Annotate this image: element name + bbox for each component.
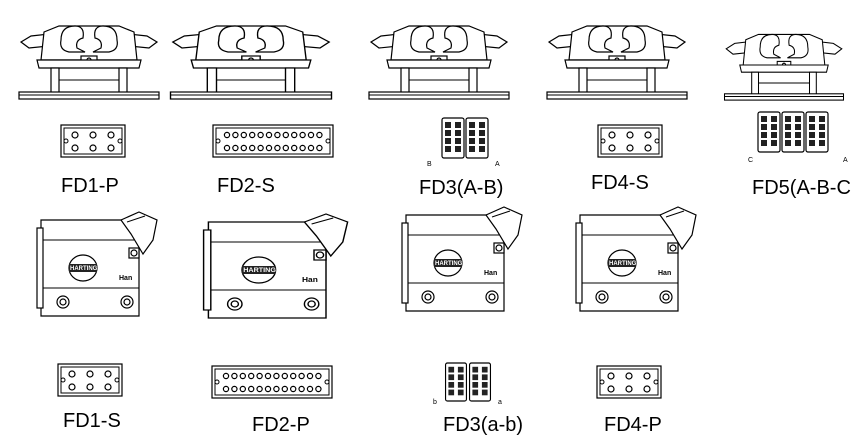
- contact-pin: [240, 144, 247, 152]
- contact-pin: [232, 131, 239, 139]
- insert-fd2-p: [211, 365, 333, 399]
- svg-text:HARTING: HARTING: [70, 266, 98, 272]
- contact-pin: [281, 385, 289, 393]
- contact-pin: [264, 385, 272, 393]
- label-fd1-p: FD1-P: [61, 175, 119, 197]
- svg-text:Han: Han: [484, 270, 497, 277]
- contact-pin: [299, 131, 306, 139]
- contact-pin: [291, 144, 298, 152]
- label-fd3-ab-lower: FD3(a-b): [443, 414, 523, 436]
- contact-pin: [299, 144, 306, 152]
- svg-text:HARTING: HARTING: [435, 261, 463, 267]
- insert-fd1-p: [60, 124, 126, 158]
- fd3-lower-mark-right: a: [498, 399, 502, 406]
- contact-pin: [290, 385, 297, 393]
- hood-fd1-s: HARTING Han: [36, 211, 158, 317]
- hood-fd4-p: HARTING Han: [575, 206, 697, 312]
- contact-pin: [315, 385, 322, 393]
- fd3-mark-left: B: [427, 161, 432, 168]
- svg-text:Han: Han: [119, 275, 132, 282]
- svg-text:HARTING: HARTING: [609, 261, 637, 267]
- insert-fd3-ab: B A: [427, 117, 500, 168]
- contact-pin: [239, 385, 246, 393]
- contact-pin: [257, 131, 264, 139]
- contact-pin: [264, 372, 272, 380]
- housing-fd5-abc: [723, 33, 845, 101]
- label-fd4-p: FD4-P: [604, 414, 662, 436]
- contact-pin: [223, 144, 231, 152]
- contact-pin: [316, 144, 323, 152]
- fd3-lower-mark-left: b: [433, 399, 437, 406]
- contact-pin: [265, 144, 273, 152]
- contact-pin: [240, 131, 247, 139]
- contact-pin: [281, 372, 289, 380]
- contact-pin: [282, 144, 290, 152]
- contact-pin: [273, 385, 280, 393]
- contact-pin: [239, 372, 246, 380]
- contact-pin: [256, 372, 263, 380]
- contact-pin: [222, 372, 230, 380]
- contact-pin: [307, 144, 315, 152]
- contact-pin: [231, 372, 238, 380]
- contact-pin: [248, 385, 255, 393]
- fd5-mark-right: A: [843, 157, 848, 164]
- contact-pin: [298, 372, 305, 380]
- contact-pin: [232, 144, 239, 152]
- svg-text:Han: Han: [658, 270, 671, 277]
- contact-pin: [306, 385, 314, 393]
- contact-pin: [231, 385, 238, 393]
- insert-fd5-abc: C A: [748, 111, 848, 164]
- contact-pin: [282, 131, 290, 139]
- label-fd2-s: FD2-S: [217, 175, 275, 197]
- label-fd4-s: FD4-S: [591, 172, 649, 194]
- housing-fd1-p: [18, 25, 160, 100]
- contact-pin: [223, 131, 231, 139]
- contact-pin: [274, 131, 281, 139]
- contact-pin: [248, 372, 255, 380]
- contact-pin: [307, 131, 315, 139]
- contact-pin: [256, 385, 263, 393]
- fd5-mark-left: C: [748, 157, 753, 164]
- contact-pin: [290, 372, 297, 380]
- contact-pin: [274, 144, 281, 152]
- insert-fd2-s: [212, 124, 334, 158]
- insert-fd3-ab-lower: b a: [433, 362, 502, 406]
- contact-pin: [291, 131, 298, 139]
- contact-pin: [316, 131, 323, 139]
- insert-fd4-p: [596, 365, 662, 399]
- contact-pin: [298, 385, 305, 393]
- hood-fd3-ab: HARTING Han: [401, 206, 523, 312]
- hood-fd2-p: HARTING Han: [202, 213, 349, 319]
- contact-pin: [222, 385, 230, 393]
- housing-fd2-s: [169, 25, 333, 100]
- svg-text:Han: Han: [302, 276, 318, 284]
- fd3-mark-right: A: [495, 161, 500, 168]
- contact-pin: [257, 144, 264, 152]
- label-fd3-ab: FD3(A-B): [419, 177, 503, 199]
- insert-fd1-s: [57, 363, 123, 397]
- insert-fd4-s: [597, 124, 663, 158]
- contact-pin: [273, 372, 280, 380]
- label-fd2-p: FD2-P: [252, 414, 310, 436]
- svg-text:HARTING: HARTING: [243, 267, 276, 273]
- contact-pin: [249, 144, 256, 152]
- label-fd1-s: FD1-S: [63, 410, 121, 432]
- housing-fd3-ab: [368, 25, 510, 100]
- label-fd5-abc: FD5(A-B-C: [752, 177, 851, 199]
- housing-fd4-s: [546, 25, 688, 100]
- contact-pin: [315, 372, 322, 380]
- contact-pin: [265, 131, 273, 139]
- contact-pin: [249, 131, 256, 139]
- contact-pin: [306, 372, 314, 380]
